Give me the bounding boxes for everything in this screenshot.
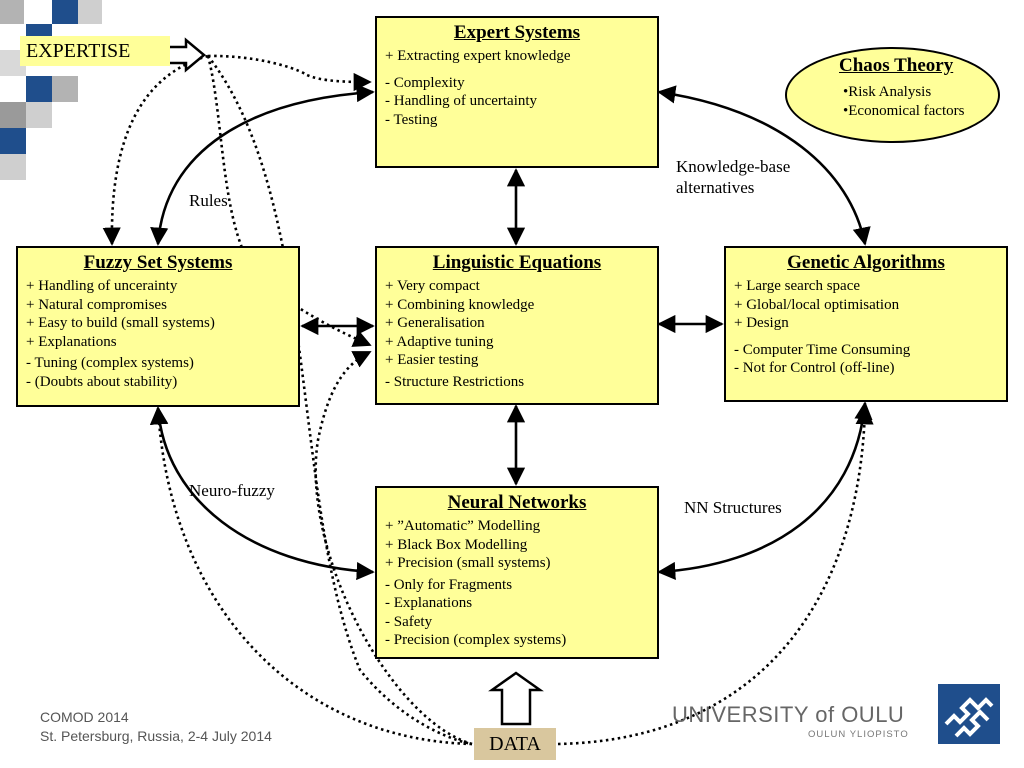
genetic-line: - Computer Time Consuming — [734, 341, 911, 358]
neural-networks-box: Neural Networks + ”Automatic” Modelling … — [375, 486, 659, 659]
decor-square — [26, 102, 52, 128]
dotted-data-fuzzy — [149, 406, 473, 746]
dotted-expertise-neural — [206, 55, 473, 746]
neural-line: - Explanations — [385, 595, 473, 611]
decor-square — [0, 128, 26, 154]
decor-square — [26, 76, 52, 102]
decor-square — [0, 0, 24, 24]
university-name: UNIVERSITY of OULU — [672, 702, 905, 727]
footer: COMOD 2014 St. Petersburg, Russia, 2-4 J… — [40, 708, 272, 746]
edge-knowledge-base — [657, 85, 871, 246]
neural-line: + Black Box Modelling — [385, 536, 528, 553]
fuzzy-line: - Tuning (complex systems) — [26, 355, 194, 371]
fuzzy-line: + Handling of uncerainty — [26, 278, 178, 294]
decor-square — [78, 0, 102, 24]
expert-systems-box: Expert Systems + Extracting expert knowl… — [375, 16, 659, 168]
decor-square — [52, 76, 78, 102]
edge-neuro-fuzzy — [150, 406, 375, 581]
neural-line: + ”Automatic” Modelling — [385, 518, 541, 534]
dotted-expertise-fuzzy — [102, 54, 209, 246]
edge-label-neuro-fuzzy: Neuro-fuzzy — [189, 481, 275, 500]
neural-line: - Only for Fragments — [385, 576, 513, 593]
edge-nn-structures — [657, 401, 873, 581]
dotted-expertise-expert — [207, 54, 372, 92]
chaos-item: •Economical factors — [843, 102, 965, 119]
university-logo-icon — [938, 684, 1000, 744]
dotted-data-linguistic — [314, 350, 473, 746]
genetic-line: - Not for Control (off-line) — [734, 360, 895, 376]
linguistic-line: + Very compact — [385, 278, 480, 294]
footer-location-date: St. Petersburg, Russia, 2-4 July 2014 — [40, 728, 272, 744]
linguistic-line: + Generalisation — [385, 315, 485, 331]
data-hollow-arrow — [488, 671, 544, 726]
chaos-theory-title: Chaos Theory — [839, 55, 954, 76]
linguistic-equations-title: Linguistic Equations — [432, 252, 602, 273]
neural-line: - Safety — [385, 613, 433, 630]
decor-square — [0, 102, 26, 128]
neural-networks-title: Neural Networks — [447, 492, 587, 513]
genetic-algorithms-title: Genetic Algorithms — [787, 252, 945, 273]
chaos-theory-ellipse: Chaos Theory •Risk Analysis •Economical … — [785, 47, 1000, 143]
decor-square — [52, 0, 78, 24]
expert-line: + Extracting expert knowledge — [385, 48, 571, 64]
linguistic-line: + Combining knowledge — [385, 296, 535, 313]
expert-line: - Testing — [385, 111, 438, 128]
decor-square — [0, 154, 26, 180]
edge-label-nn-structures: NN Structures — [684, 498, 782, 517]
edge-label-alternatives: alternatives — [676, 178, 755, 197]
genetic-line: + Large search space — [734, 278, 861, 294]
data-label: DATA — [474, 728, 556, 760]
fuzzy-set-systems-title: Fuzzy Set Systems — [83, 252, 233, 273]
genetic-line: + Design — [734, 315, 789, 331]
fuzzy-set-systems-box: Fuzzy Set Systems + Handling of uncerain… — [16, 246, 300, 407]
expert-line: - Handling of uncertainty — [385, 93, 538, 109]
edge-label-knowledge-base: Knowledge-base — [676, 157, 791, 176]
linguistic-line: + Adaptive tuning — [385, 333, 494, 350]
edge-rules — [150, 83, 375, 246]
fuzzy-line: + Explanations — [26, 333, 117, 350]
linguistic-line: - Structure Restrictions — [385, 373, 525, 390]
chaos-item: •Risk Analysis — [843, 84, 932, 100]
expert-systems-title: Expert Systems — [453, 22, 581, 43]
genetic-line: + Global/local optimisation — [734, 296, 900, 313]
expert-line: - Complexity — [385, 74, 465, 91]
expertise-label: EXPERTISE — [20, 36, 170, 66]
linguistic-line: + Easier testing — [385, 352, 479, 368]
university-subname: OULUN YLIOPISTO — [808, 729, 909, 740]
neural-line: + Precision (small systems) — [385, 555, 551, 571]
footer-event: COMOD 2014 — [40, 709, 129, 725]
neural-line: - Precision (complex systems) — [385, 632, 567, 648]
fuzzy-line: - (Doubts about stability) — [26, 373, 178, 390]
edge-label-rules: Rules — [189, 191, 228, 210]
fuzzy-line: + Natural compromises — [26, 296, 167, 313]
dotted-data-genetic — [557, 406, 874, 746]
fuzzy-line: + Easy to build (small systems) — [26, 315, 215, 331]
genetic-algorithms-box: Genetic Algorithms + Large search space … — [724, 246, 1008, 402]
linguistic-equations-box: Linguistic Equations + Very compact + Co… — [375, 246, 659, 405]
